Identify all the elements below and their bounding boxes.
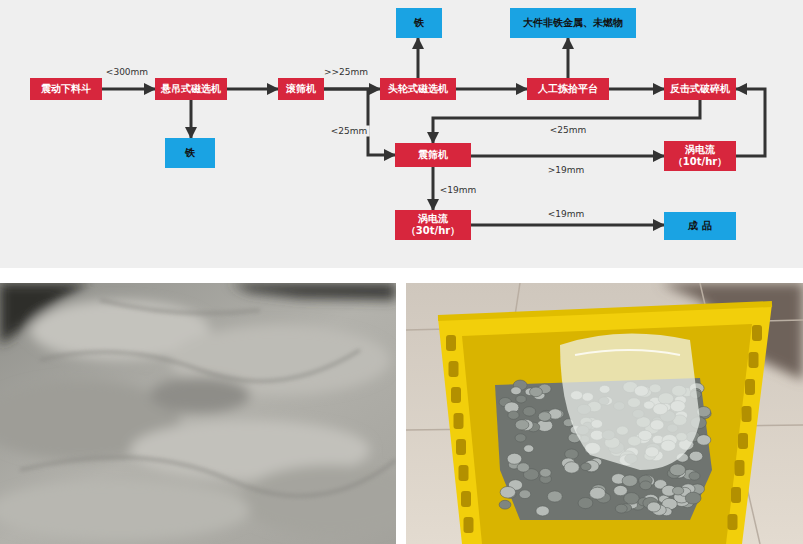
flow-arrow xyxy=(102,88,155,91)
coin xyxy=(615,504,627,513)
output-box: 成 品 xyxy=(664,212,736,240)
node-text: 反击式破碎机 xyxy=(670,83,730,95)
node-text: 铁 xyxy=(185,147,195,159)
node-text: 涡电流 （30t/hr） xyxy=(399,213,467,237)
coin xyxy=(500,486,515,498)
edge-label: <25mm xyxy=(548,125,589,136)
coin xyxy=(540,468,551,477)
coin xyxy=(530,387,543,397)
coin xyxy=(508,411,519,419)
coin xyxy=(622,475,637,487)
process-box: 涡电流 （30t/hr） xyxy=(395,210,471,240)
coin xyxy=(515,434,526,442)
node-text: 悬吊式磁选机 xyxy=(161,83,221,95)
coin xyxy=(564,462,579,473)
basket-hole xyxy=(454,413,464,429)
flow-arrow xyxy=(417,38,420,78)
basket-hole xyxy=(451,387,461,403)
coin xyxy=(672,487,683,495)
basket-hole xyxy=(745,379,755,395)
coin xyxy=(523,407,536,416)
flow-arrow xyxy=(227,88,278,91)
coin xyxy=(524,445,534,453)
process-box: 悬吊式磁选机 xyxy=(155,78,227,100)
flow-arrow xyxy=(432,167,435,210)
coin xyxy=(624,493,640,505)
basket-hole xyxy=(459,465,469,481)
flow-arrow xyxy=(609,88,664,91)
coin xyxy=(581,463,591,471)
coin xyxy=(516,395,527,403)
flow-arrow xyxy=(736,89,765,156)
basket-hole xyxy=(456,439,466,455)
basket-hole xyxy=(731,487,741,503)
basket-hole xyxy=(742,406,752,422)
edge-label: >>25mm xyxy=(322,67,370,78)
basket-hole xyxy=(446,335,456,351)
coin xyxy=(689,472,700,480)
process-box: 反击式破碎机 xyxy=(664,78,736,100)
process-box: 涡电流 （10t/hr） xyxy=(664,141,736,171)
diagram-ground xyxy=(0,0,803,268)
coin xyxy=(547,491,562,502)
edge-label: >19mm xyxy=(546,165,587,176)
node-text: 涡电流 （10t/hr） xyxy=(668,144,732,168)
coin xyxy=(536,506,549,516)
process-box: 滚筛机 xyxy=(278,78,324,100)
basket-hole xyxy=(752,325,762,341)
edge-label: <300mm xyxy=(104,67,150,78)
node-text: 铁 xyxy=(414,17,424,29)
coin xyxy=(614,485,628,495)
coin xyxy=(515,420,529,430)
coin xyxy=(565,449,579,459)
flow-arrow xyxy=(456,88,527,91)
coin xyxy=(499,500,511,509)
coin xyxy=(697,435,711,446)
output-box: 铁 xyxy=(165,138,215,168)
flow-arrow xyxy=(567,38,570,78)
basket-hole xyxy=(749,352,759,368)
coin xyxy=(519,490,531,499)
coin xyxy=(507,453,522,464)
node-text: 震筛机 xyxy=(418,149,448,161)
flow-arrow xyxy=(471,224,664,227)
node-text: 大件非铁金属、未燃物 xyxy=(523,17,623,29)
process-box: 震动下料斗 xyxy=(30,78,102,100)
node-text: 滚筛机 xyxy=(286,83,316,95)
basket-hole xyxy=(728,514,738,530)
edge-label: <19mm xyxy=(546,209,587,220)
process-box: 人工拣拾平台 xyxy=(527,78,609,100)
coin xyxy=(647,502,660,512)
coins-basket-photo xyxy=(406,283,803,544)
coin xyxy=(640,481,652,490)
node-text: 头轮式磁选机 xyxy=(388,83,448,95)
edge-label: <19mm xyxy=(438,185,479,196)
node-text: 人工拣拾平台 xyxy=(538,83,598,95)
basket-hole xyxy=(461,491,471,507)
basket-hole xyxy=(735,460,745,476)
coin xyxy=(689,451,703,461)
node-text: 成 品 xyxy=(688,220,711,232)
basket-hole xyxy=(464,517,474,533)
edge-label: <25mm xyxy=(329,126,370,137)
process-box: 震筛机 xyxy=(395,143,471,167)
flow-arrow xyxy=(190,100,193,138)
basket-hole xyxy=(738,433,748,449)
process-box: 头轮式磁选机 xyxy=(380,78,456,100)
output-box: 大件非铁金属、未燃物 xyxy=(510,8,636,38)
coin xyxy=(685,492,701,504)
basket-hole xyxy=(449,361,459,377)
flow-arrow xyxy=(433,100,700,143)
ash-powder-photo xyxy=(0,283,396,544)
coin xyxy=(670,464,686,476)
coin xyxy=(538,412,551,422)
node-text: 震动下料斗 xyxy=(41,83,91,95)
flow-arrow xyxy=(471,155,664,158)
coin xyxy=(511,387,522,395)
output-box: 铁 xyxy=(396,8,442,38)
coin xyxy=(578,498,593,509)
coin xyxy=(517,463,529,472)
coin xyxy=(590,487,606,499)
